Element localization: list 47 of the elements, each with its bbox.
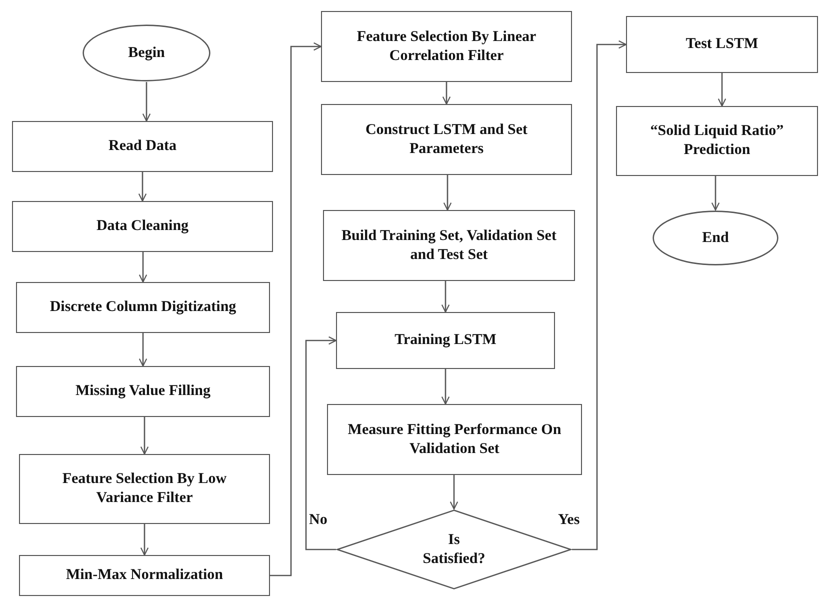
process-box [616, 106, 818, 176]
process-box [323, 210, 575, 281]
arrow [443, 175, 452, 211]
arrow [450, 475, 458, 510]
node-text: End [701, 228, 730, 248]
terminal-ellipse [82, 24, 211, 82]
arrow [711, 176, 720, 211]
node-text: Feature Selection By Low Variance Filter [61, 470, 228, 508]
node-text: Min-Max Normalization [64, 566, 224, 585]
process-box [12, 201, 273, 252]
node-text: Read Data [108, 137, 178, 156]
process-box [16, 366, 270, 417]
node-text: Is Satisfied? [422, 530, 486, 568]
process-box [16, 282, 270, 333]
process-box [327, 404, 582, 475]
process-box [626, 16, 818, 73]
node-text: Discrete Column Digitizating [48, 298, 238, 317]
node-text: Feature Selection By Linear Correlation Filter [356, 28, 538, 66]
arrow [140, 524, 149, 556]
arrow [718, 73, 726, 107]
arrow [305, 336, 337, 550]
node-text: Missing Value Filling [74, 382, 212, 401]
arrow [270, 42, 322, 576]
process-box [321, 104, 572, 175]
arrow [441, 281, 450, 313]
node-text: Test LSTM [684, 35, 760, 54]
node-text: Build Training Set, Validation Set and Test Set [340, 226, 558, 264]
arrow [572, 40, 627, 550]
node-text: Measure Fitting Performance On Validation Set [346, 420, 562, 458]
process-box [19, 555, 270, 596]
arrow [138, 172, 147, 202]
arrow [442, 82, 451, 105]
arrow [138, 252, 148, 283]
terminal-ellipse [652, 210, 779, 266]
arrow [140, 417, 149, 455]
node-text: Begin [127, 44, 166, 62]
node-text: “Solid Liquid Ratio” Prediction [649, 122, 785, 160]
node-text: Data Cleaning [95, 217, 190, 236]
node-text: Construct LSTM and Set Parameters [364, 120, 529, 158]
process-box [321, 11, 572, 82]
arrow [138, 333, 148, 367]
process-box [336, 312, 555, 369]
arrow [142, 82, 151, 122]
process-box [12, 121, 273, 172]
process-box [19, 454, 270, 524]
arrow [441, 369, 450, 405]
node-text: Training LSTM [394, 331, 498, 350]
